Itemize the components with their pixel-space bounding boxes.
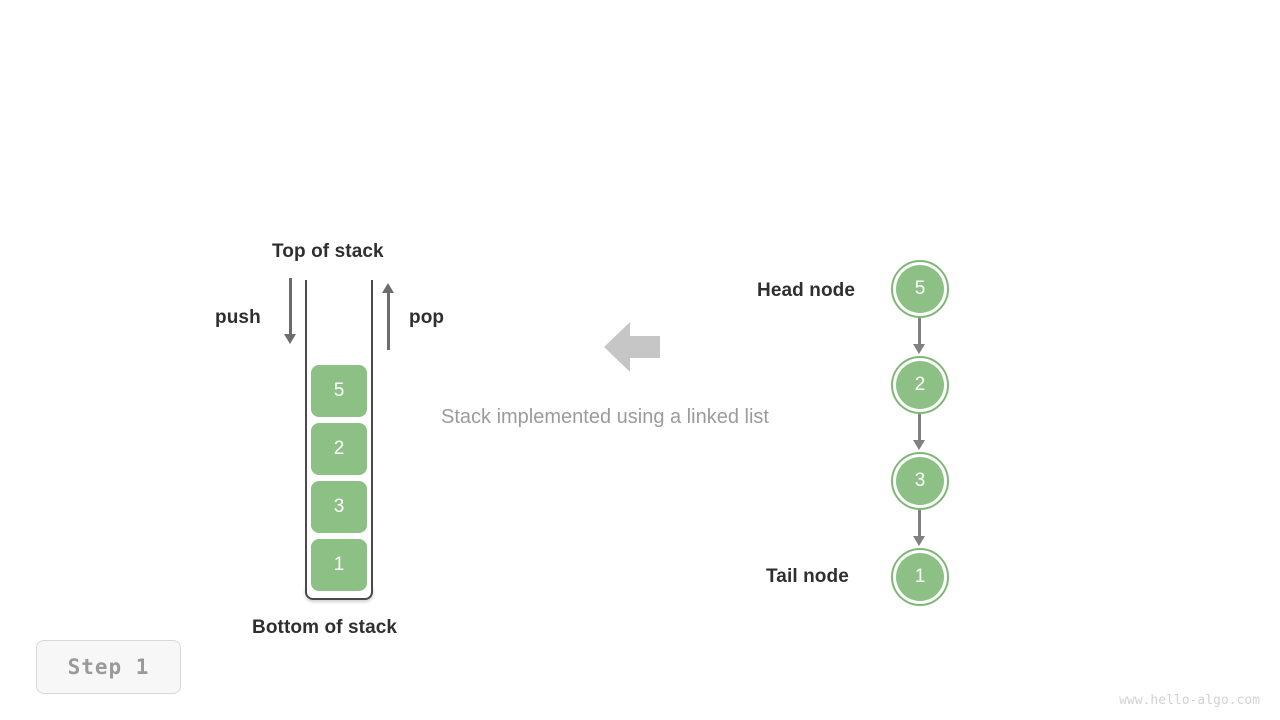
stack-item: 1	[311, 539, 367, 591]
linked-list-node: 1	[891, 548, 949, 606]
left-arrow-icon	[604, 320, 660, 374]
push-arrow	[283, 278, 299, 348]
watermark: www.hello-algo.com	[1119, 693, 1260, 708]
linked-list-node: 5	[891, 260, 949, 318]
node-value: 3	[896, 457, 944, 505]
node-value: 5	[896, 265, 944, 313]
bottom-of-stack-label: Bottom of stack	[252, 617, 398, 638]
linked-list-node: 2	[891, 356, 949, 414]
pop-arrow	[381, 280, 397, 350]
stack-item: 3	[311, 481, 367, 533]
stack-item: 2	[311, 423, 367, 475]
stack-wall-right	[371, 280, 373, 592]
node-value: 2	[896, 361, 944, 409]
linked-list-node: 3	[891, 452, 949, 510]
head-node-label: Head node	[757, 280, 856, 301]
pop-label: pop	[409, 307, 445, 328]
stack-item: 5	[311, 365, 367, 417]
top-of-stack-label: Top of stack	[272, 241, 384, 262]
step-badge: Step 1	[36, 640, 181, 694]
diagram-caption: Stack implemented using a linked list	[441, 406, 769, 428]
node-value: 1	[896, 553, 944, 601]
push-label: push	[215, 307, 261, 328]
tail-node-label: Tail node	[766, 566, 849, 587]
stack-wall-left	[305, 280, 307, 592]
